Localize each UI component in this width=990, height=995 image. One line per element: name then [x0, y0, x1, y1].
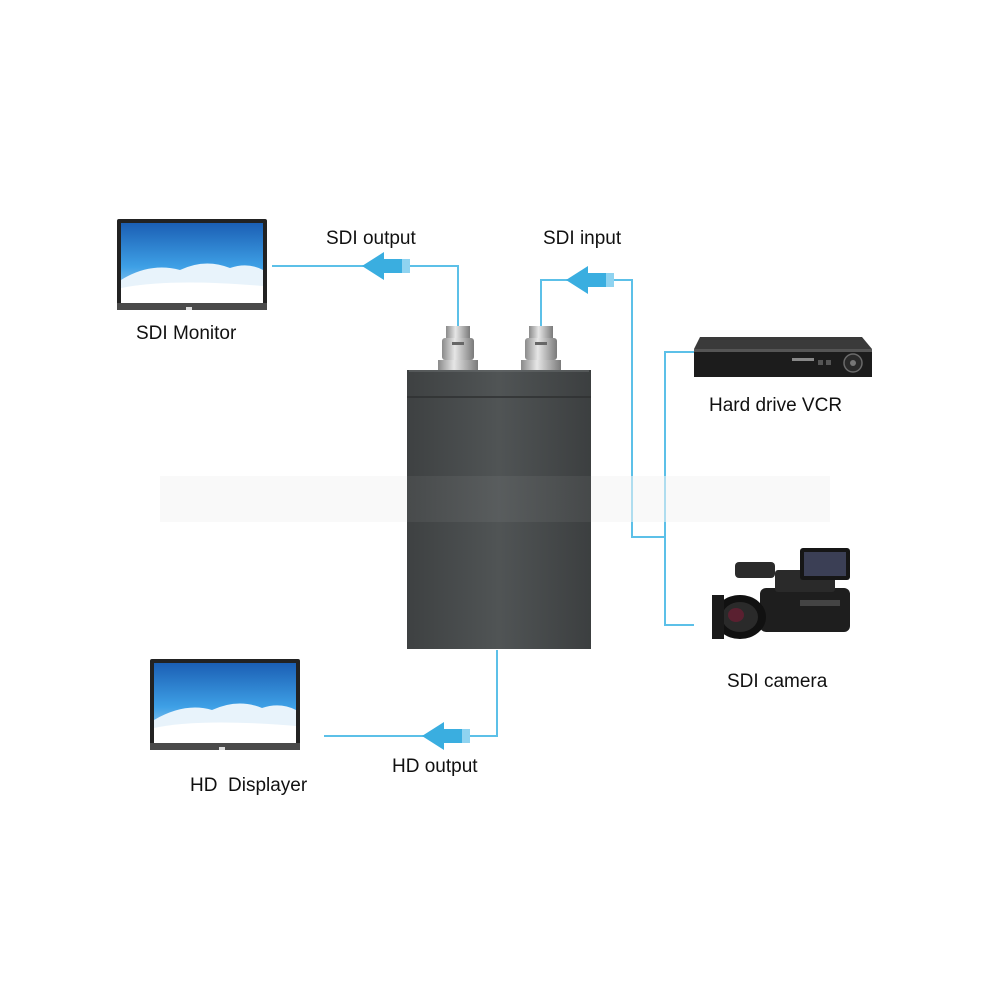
- hd-displayer-label: HD Displayer: [190, 775, 308, 796]
- hd-output-line: [324, 650, 498, 737]
- arrow-left-icon: [422, 722, 470, 750]
- hd-output-label: HD output: [392, 756, 478, 777]
- tv-icon: [117, 219, 267, 310]
- sdi-camera-label: SDI camera: [727, 671, 828, 692]
- sdi-input-label: SDI input: [543, 228, 622, 249]
- sdi-input-line: [540, 279, 665, 538]
- bnc-connector-icon: [438, 326, 478, 370]
- bnc-connector-icon: [521, 326, 561, 370]
- arrow-left-icon: [566, 266, 614, 294]
- dvr-icon: [694, 337, 872, 377]
- arrow-left-icon: [362, 252, 410, 280]
- hard-drive-vcr-label: Hard drive VCR: [709, 395, 843, 416]
- sdi-output-line: [272, 265, 459, 332]
- camcorder-icon: [712, 548, 850, 639]
- sdi-monitor-label: SDI Monitor: [136, 323, 237, 344]
- sdi-output-label: SDI output: [326, 228, 416, 249]
- tv-icon: [150, 659, 300, 750]
